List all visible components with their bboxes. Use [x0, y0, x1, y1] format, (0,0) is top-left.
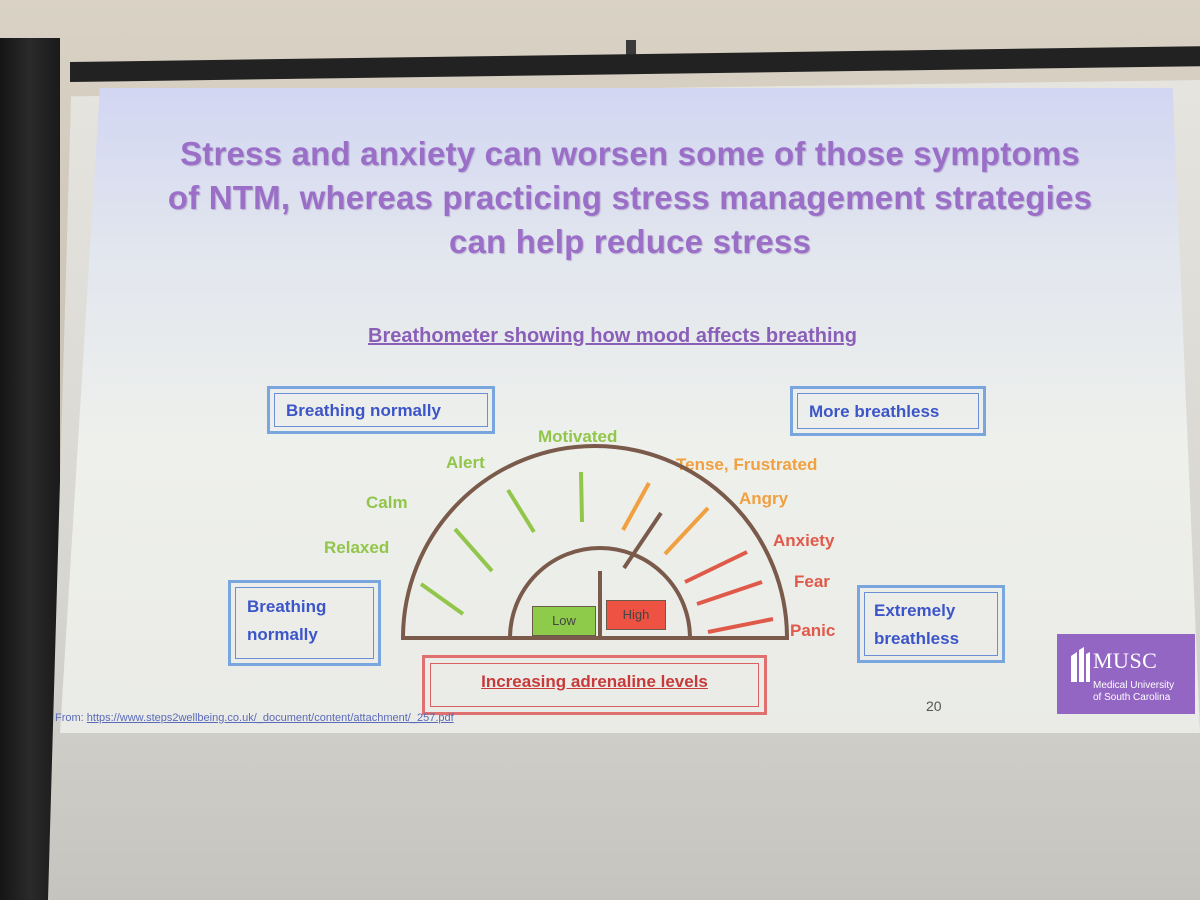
box-breathing-normally-top: Breathing normally: [267, 386, 495, 434]
level-low: Low: [532, 606, 596, 636]
box-label: More breathless: [809, 402, 940, 421]
tick-angry: [663, 506, 710, 556]
mood-alert: Alert: [446, 453, 485, 472]
page-number: 20: [926, 698, 942, 714]
diagram-subtitle: Breathometer showing how mood affects br…: [368, 325, 857, 347]
tick-alert: [506, 488, 536, 534]
musc-logo: MUSC Medical University of South Carolin…: [1057, 634, 1195, 714]
logo-sub-line-1: Medical University: [1093, 680, 1175, 691]
box-label: Breathing normally: [286, 401, 441, 420]
building-icon: [1071, 647, 1090, 682]
tick-relaxed: [419, 582, 465, 616]
box-label-line-1: Breathing: [247, 597, 327, 616]
title-line-1: Stress and anxiety can worsen some of th…: [180, 135, 1080, 172]
box-adrenaline: Increasing adrenaline levels: [422, 655, 767, 715]
tick-motivated: [579, 471, 584, 523]
slide-title: Stress and anxiety can worsen some of th…: [110, 132, 1150, 264]
mood-calm: Calm: [366, 493, 408, 512]
gauge-inner-arc: [508, 546, 692, 639]
mood-relaxed: Relaxed: [324, 538, 390, 557]
curtain: [0, 38, 60, 900]
screen-mount: [626, 40, 636, 64]
tick-panic: [707, 617, 774, 634]
tick-fear: [696, 580, 763, 606]
gauge-needle: [622, 511, 663, 570]
tick-anxiety: [684, 550, 748, 584]
adrenaline-label: Increasing adrenaline levels: [481, 672, 708, 691]
logo-subtitle: Medical University of South Carolina: [1093, 680, 1174, 704]
mood-fear: Fear: [794, 572, 830, 591]
box-extremely-breathless: Extremely breathless: [857, 585, 1005, 663]
mood-panic: Panic: [790, 621, 836, 640]
source-prefix: From:: [55, 712, 87, 724]
logo-name: MUSC: [1093, 648, 1158, 673]
box-label-line-2: breathless: [874, 629, 960, 648]
logo-sub-line-2: of South Carolina: [1093, 692, 1171, 703]
mood-anxiety: Anxiety: [773, 531, 835, 550]
title-line-2: of NTM, whereas practicing stress manage…: [167, 179, 1093, 216]
mood-tense-frustrated: Tense, Frustrated: [676, 455, 818, 474]
box-more-breathless: More breathless: [790, 386, 986, 436]
tick-tense: [621, 482, 651, 531]
source-citation: From: https://www.steps2wellbeing.co.uk/…: [55, 712, 454, 724]
title-line-3: can help reduce stress: [448, 223, 812, 260]
source-link[interactable]: https://www.steps2wellbeing.co.uk/_docum…: [86, 712, 454, 724]
level-high: High: [606, 600, 666, 630]
box-label-line-1: Extremely: [874, 601, 956, 620]
mood-motivated: Motivated: [538, 427, 618, 446]
breathometer-gauge: [400, 444, 790, 640]
tick-calm: [453, 527, 494, 573]
gauge-outer-arc: [400, 444, 790, 640]
mood-angry: Angry: [739, 489, 789, 508]
box-label-line-2: normally: [247, 625, 318, 644]
box-breathing-normally-bottom: Breathing normally: [228, 580, 381, 666]
